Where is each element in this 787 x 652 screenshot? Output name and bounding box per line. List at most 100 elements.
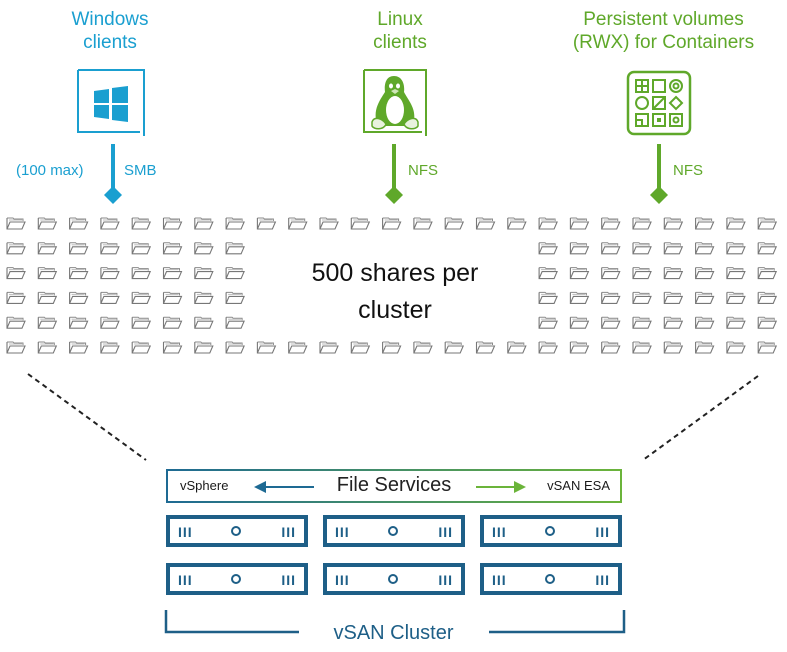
folder-icon [695,217,715,230]
cluster-bracket [164,610,626,634]
folder-icon [37,242,58,255]
folder-icon [288,217,308,230]
folder-icon [507,217,527,230]
folder-icon [194,217,214,230]
folder-icon [444,341,465,354]
left-dashed-line [27,373,147,461]
linux-title-line2: clients [373,32,427,53]
folder-icon [69,291,89,304]
folder-icon [100,291,120,304]
folder-icon [601,316,621,329]
folder-icon [69,267,89,280]
folder-icon [37,291,58,304]
linux-title-line1: Linux [377,9,423,30]
folder-icon [37,267,58,280]
folder-icon [69,217,89,230]
folder-icon [695,242,715,255]
folder-icon [569,316,590,329]
folder-icon [162,242,183,255]
folder-icon [632,341,652,354]
folder-icon [757,341,778,354]
folder-icon [695,267,715,280]
folder-icon [6,341,26,354]
folder-icon [632,242,652,255]
folder-icon [601,267,621,280]
folder-icon [726,267,746,280]
folder-icon [194,267,214,280]
drive-bays-icon: III [335,524,350,540]
folder-icon [225,316,245,329]
folder-icon [726,291,746,304]
folder-icon [131,291,152,304]
folder-icon [538,316,558,329]
drive-bays-icon: III [492,572,507,588]
folder-icon [194,316,214,329]
folder-icon [162,341,183,354]
folder-icon [538,217,558,230]
folder-icon [538,341,558,354]
folder-icon [695,341,715,354]
folder-icon [475,341,496,354]
folder-icon [601,242,621,255]
drive-bays-icon: III [595,572,610,588]
linux-clients-title: Linux clients [340,8,460,54]
nfs-containers-protocol-label: NFS [673,162,703,179]
shares-count-label: 500 shares per cluster [250,255,540,329]
folder-icon [225,217,245,230]
power-led-icon [545,574,555,584]
folder-icon [726,217,746,230]
folder-icon [288,341,308,354]
windows-max-note: (100 max) [16,162,84,179]
folder-icon [569,242,590,255]
folder-icon [632,267,652,280]
folder-icon [538,242,558,255]
folder-icon [538,267,558,280]
folder-icon [100,217,120,230]
folder-icon [632,217,652,230]
folder-icon [663,242,684,255]
folder-icon [382,217,402,230]
drive-bays-icon: III [335,572,350,588]
folder-icon [37,217,58,230]
folder-icon [475,217,496,230]
vsan-cluster-label: vSAN Cluster [333,622,454,644]
folder-icon [37,341,58,354]
folder-icon [632,316,652,329]
smb-connector-arrow [104,144,122,204]
folder-icon [256,217,277,230]
right-dashed-line [642,375,759,461]
folder-icon [663,341,684,354]
folder-icon [69,242,89,255]
folder-icon [382,341,402,354]
drive-bays-icon: III [492,524,507,540]
folder-icon [131,316,152,329]
drive-bays-icon: III [281,524,296,540]
arrow-right-icon [476,481,526,493]
linux-penguin-icon [363,69,427,136]
folder-icon [663,316,684,329]
folder-icon [6,242,26,255]
folder-icon [162,291,183,304]
nfs-linux-connector-arrow [385,144,403,204]
shares-grid [6,217,778,354]
folder-icon [225,341,245,354]
folder-icon [319,341,339,354]
drive-bays-icon: III [281,572,296,588]
folder-icon [69,316,89,329]
folder-icon [162,217,183,230]
folder-icon [695,316,715,329]
folder-icon [444,217,465,230]
folder-icon [757,217,778,230]
windows-clients-title: Windows clients [40,8,180,54]
folder-icon [100,341,120,354]
folder-icon [350,217,371,230]
folder-icon [256,341,277,354]
folder-icon [538,291,558,304]
folder-icon [507,341,527,354]
windows-title-line1: Windows [71,9,149,30]
folder-icon [131,341,152,354]
folder-icon [225,291,245,304]
